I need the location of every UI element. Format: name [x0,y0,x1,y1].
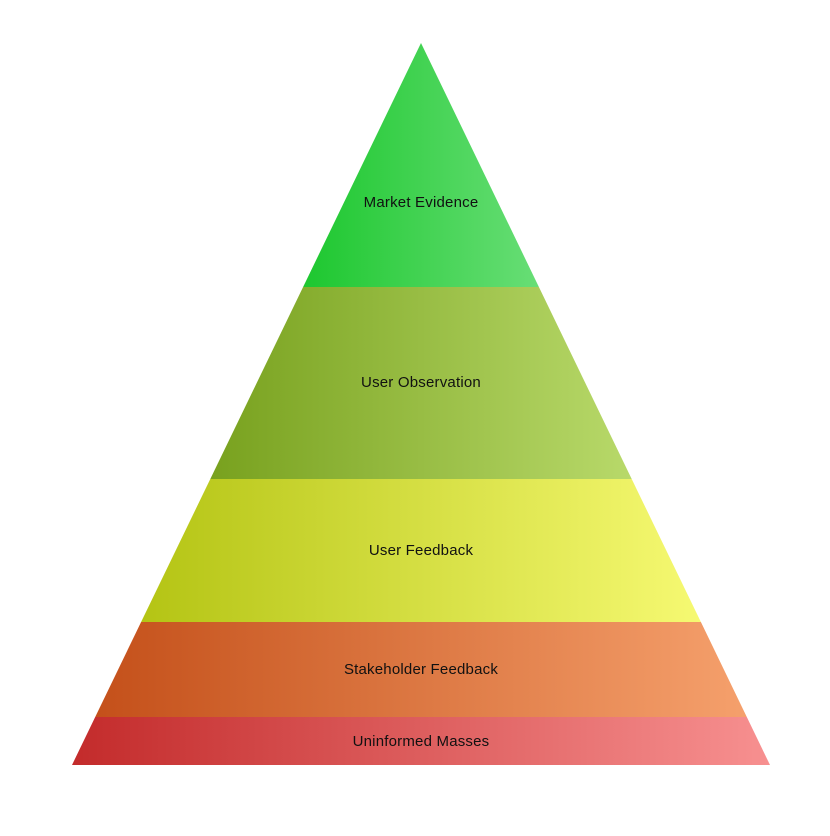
pyramid-label-stakeholder-feedback: Stakeholder Feedback [344,661,498,678]
pyramid-level-market-evidence [303,43,539,287]
pyramid-label-user-observation: User Observation [361,374,481,391]
pyramid-label-uninformed-masses: Uninformed Masses [353,733,490,750]
pyramid-level-uninformed-masses [72,717,770,765]
pyramid-level-user-observation [210,287,632,479]
pyramid-label-market-evidence: Market Evidence [364,194,479,211]
pyramid-label-user-feedback: User Feedback [369,542,474,559]
pyramid-level-user-feedback [141,479,701,622]
pyramid-level-stakeholder-feedback [95,622,747,717]
